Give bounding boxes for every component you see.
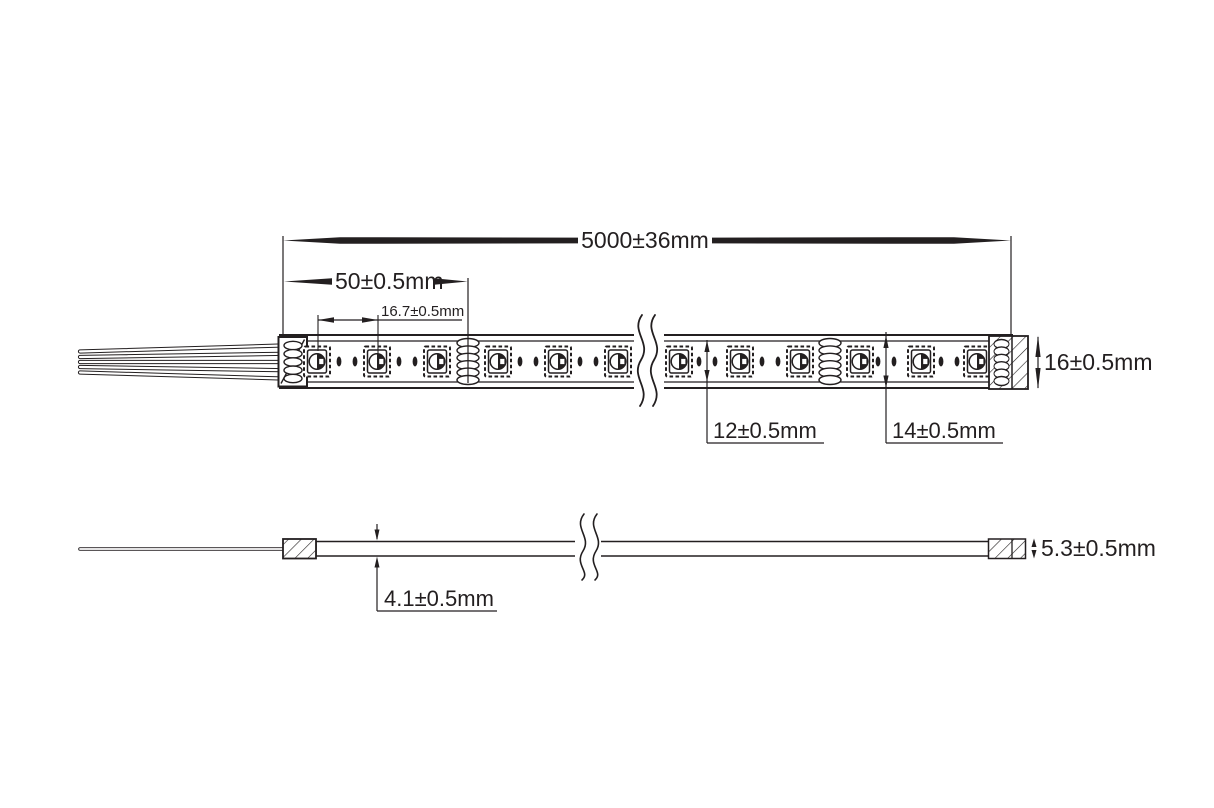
lead-wires xyxy=(77,343,285,381)
side-strip-body xyxy=(315,540,1013,557)
dimension-cut-length: 50±0.5mm xyxy=(284,268,469,383)
dim-end-cap-height-label: 5.3±0.5mm xyxy=(1041,535,1156,561)
dim-led-pitch-label: 16.7±0.5mm xyxy=(381,303,464,320)
wire-connector-block xyxy=(277,336,308,388)
dim-cut-length-label: 50±0.5mm xyxy=(335,268,444,294)
dimension-end-cap-height: 5.3±0.5mm xyxy=(1031,535,1156,561)
dimension-width-14: 14±0.5mm xyxy=(883,332,1003,444)
side-connector-block xyxy=(282,538,317,560)
dimension-strip-thickness: 4.1±0.5mm xyxy=(374,524,497,612)
side-view: 5.3±0.5mm 4.1±0.5mm xyxy=(78,513,1156,612)
dim-overall-width-label: 16±0.5mm xyxy=(1044,349,1153,375)
break-symbol-side xyxy=(575,513,601,581)
dimension-overall-width: 16±0.5mm xyxy=(1035,335,1153,389)
top-view: 5000±36mm 50±0.5mm 16.7±0.5mm 12±0.5mm xyxy=(77,227,1153,444)
dimension-total-length: 5000±36mm xyxy=(282,227,1012,335)
end-cap-top xyxy=(988,335,1029,390)
dim-width-14-label: 14±0.5mm xyxy=(892,418,996,443)
dim-width-12-label: 12±0.5mm xyxy=(713,418,817,443)
dim-strip-thickness-label: 4.1±0.5mm xyxy=(384,586,494,611)
dimension-led-pitch: 16.7±0.5mm xyxy=(317,303,464,357)
dim-total-length-label: 5000±36mm xyxy=(581,227,709,253)
side-end-cap xyxy=(987,538,1027,560)
dimension-width-12: 12±0.5mm xyxy=(704,340,824,444)
break-symbol-top xyxy=(634,314,664,407)
